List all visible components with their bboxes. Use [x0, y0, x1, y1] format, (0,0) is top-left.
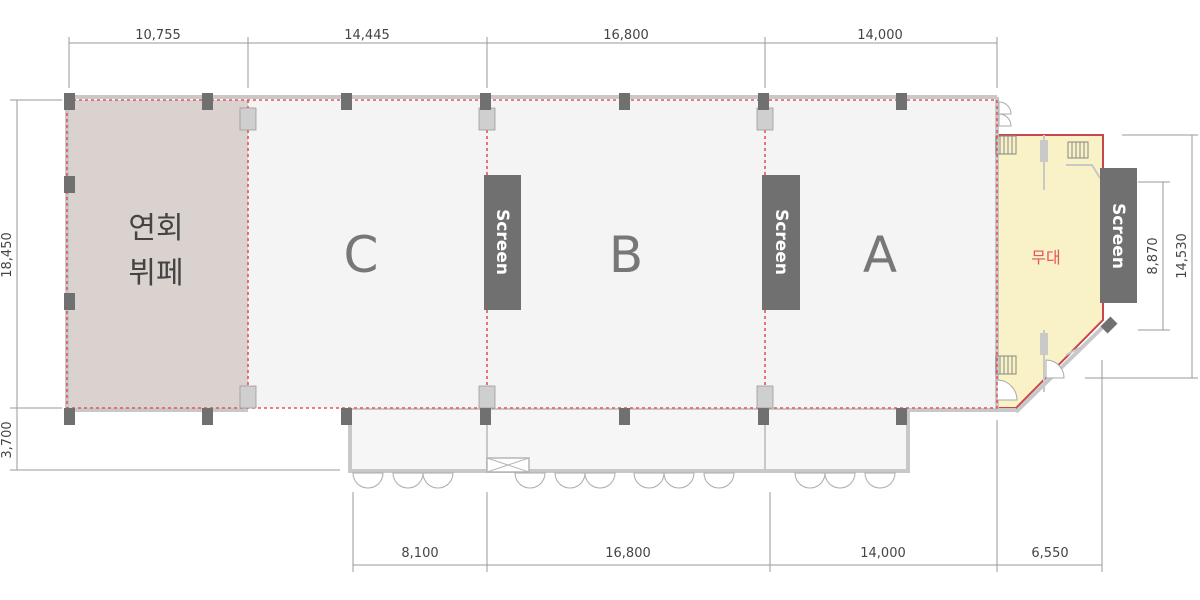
top-dim-4: 14,000 — [857, 28, 903, 43]
buffet-area — [67, 100, 248, 408]
top-dim-1: 10,755 — [135, 28, 181, 43]
top-dim-2: 14,445 — [344, 28, 390, 43]
bottom-dim-1: 8,100 — [401, 546, 438, 561]
buffet-label-line2: 뷔페 — [128, 256, 183, 291]
hall-b-label: B — [609, 226, 643, 284]
screen-b-a: Screen — [762, 175, 800, 310]
hall-b — [487, 100, 765, 408]
partition-lines — [66, 99, 998, 409]
bottom-dim-2: 16,800 — [605, 546, 651, 561]
buffet-label-line1: 연회 — [128, 211, 183, 246]
hall-c-label: C — [344, 226, 379, 284]
right-dimension-lines — [1085, 134, 1198, 379]
top-dim-3: 16,800 — [603, 28, 649, 43]
screen-c-b: Screen — [484, 175, 521, 310]
entrance-doors — [352, 472, 896, 489]
left-dimension-line — [10, 99, 340, 471]
bottom-dim-3: 14,000 — [860, 546, 906, 561]
stage-screen-dim: 8,870 — [1146, 237, 1161, 274]
screen-label-right: Screen — [1108, 203, 1128, 269]
stage-label: 무대 — [1031, 248, 1060, 267]
top-dimension-line — [68, 37, 998, 88]
screen-label-middle: Screen — [771, 209, 791, 275]
bottom-dim-4: 6,550 — [1031, 546, 1068, 561]
hall-a — [765, 100, 997, 408]
bottom-dimension-line — [352, 360, 1103, 572]
screen-label-left: Screen — [492, 209, 512, 275]
hall-a-label: A — [863, 226, 897, 284]
stage-height-dim: 14,530 — [1175, 233, 1190, 279]
left-dim-lower: 3,700 — [0, 421, 15, 458]
hall-c — [248, 100, 487, 408]
stage-details — [995, 135, 1101, 401]
screen-stage: Screen — [1100, 168, 1137, 303]
left-dim-height: 18,450 — [0, 232, 15, 278]
columns — [64, 93, 1118, 425]
partition-hatches — [239, 107, 774, 409]
